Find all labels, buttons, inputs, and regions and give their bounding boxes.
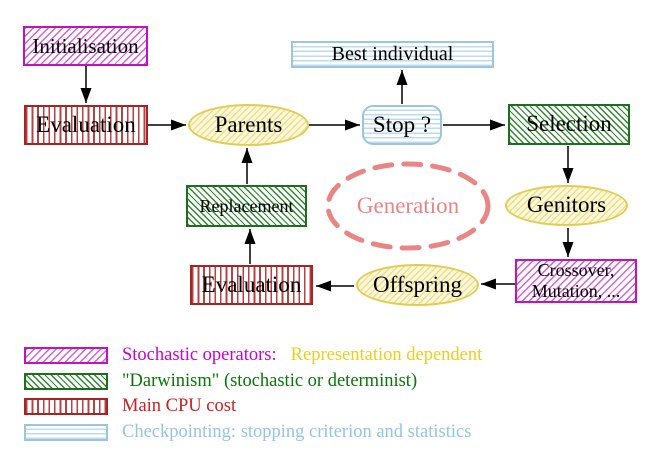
legend-label-representation: Representation dependent [290, 344, 483, 365]
legend-item-stochastic-operators: Stochastic operators: Representation dep… [24, 345, 482, 365]
node-initialisation: Initialisation [23, 26, 148, 66]
node-stop-label: Stop ? [372, 111, 432, 137]
node-evaluation-bottom-label: Evaluation [201, 271, 302, 297]
node-crossover-line1: Crossover, [537, 260, 615, 281]
generation-loop-label: Generation [325, 162, 491, 250]
node-crossover-line2: Mutation, ... [531, 281, 621, 301]
legend-label-checkpointing: Checkpointing: stopping criterion and st… [122, 421, 472, 442]
cyan-horizontal-stripe-swatch-icon [24, 423, 108, 441]
node-evaluation-top: Evaluation [24, 105, 148, 145]
node-offspring-label: Offspring [372, 271, 462, 297]
node-replacement: Replacement [186, 185, 307, 227]
legend-item-cpu-cost: Main CPU cost [24, 396, 236, 416]
node-best-individual-label: Best individual [331, 43, 454, 65]
node-best-individual: Best individual [291, 41, 494, 68]
node-genitors: Genitors [505, 185, 628, 226]
legend-label-darwinism: "Darwinism" (stochastic or determinist) [122, 370, 418, 391]
node-stop: Stop ? [362, 105, 442, 145]
green-diagonal-hatch-swatch-icon [24, 372, 108, 390]
node-evaluation-top-label: Evaluation [36, 111, 136, 137]
node-parents-label: Parents [214, 111, 283, 137]
node-initialisation-label: Initialisation [32, 33, 139, 58]
node-offspring: Offspring [356, 264, 479, 306]
node-crossover-mutation: Crossover, Mutation, ... [515, 259, 637, 303]
node-evaluation-bottom: Evaluation [190, 265, 313, 305]
legend-item-checkpointing: Checkpointing: stopping criterion and st… [24, 422, 471, 442]
generation-text: Generation [356, 193, 460, 218]
node-replacement-label: Replacement [199, 195, 294, 216]
red-vertical-stripe-swatch-icon [24, 397, 108, 415]
node-selection-label: Selection [526, 111, 612, 137]
node-selection: Selection [508, 104, 630, 145]
magenta-diagonal-hatch-swatch-icon [24, 346, 108, 364]
legend-label-stochastic: Stochastic operators: [122, 344, 277, 365]
legend-item-darwinism: "Darwinism" (stochastic or determinist) [24, 371, 417, 391]
node-genitors-label: Genitors [526, 192, 607, 218]
node-parents: Parents [188, 104, 309, 146]
legend-label-cpu-cost: Main CPU cost [122, 395, 237, 416]
